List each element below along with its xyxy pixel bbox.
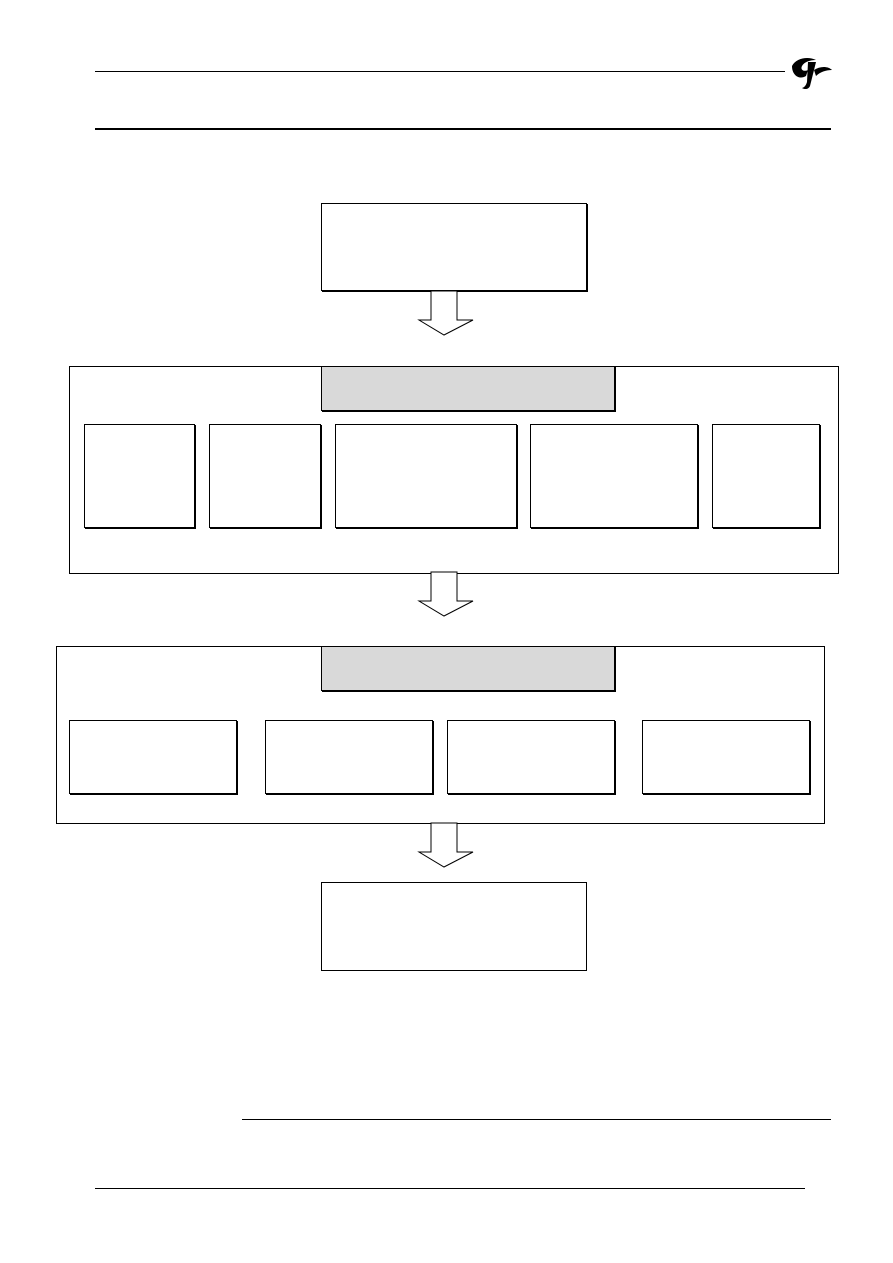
top-box-text xyxy=(322,204,586,290)
stage1-item-text xyxy=(85,425,194,527)
stage1-item-5 xyxy=(712,424,820,528)
bottom-box-text xyxy=(322,883,586,970)
bottom-box xyxy=(321,882,587,971)
footnote-rule xyxy=(242,1119,831,1120)
stage1-item-text xyxy=(713,425,819,527)
footer-rule xyxy=(95,1188,805,1189)
stage1-item-2 xyxy=(209,424,321,528)
stage1-item-text xyxy=(531,425,697,527)
down-arrow-icon xyxy=(417,290,474,336)
top-box xyxy=(321,203,587,291)
stage1-header xyxy=(321,366,615,411)
stage1-item-1 xyxy=(84,424,195,528)
down-arrow-icon xyxy=(417,822,474,868)
stage2-item-text xyxy=(266,721,432,793)
stage2-item-1 xyxy=(69,720,237,794)
stage1-item-4 xyxy=(530,424,698,528)
down-arrow-icon xyxy=(417,571,474,617)
stage2-item-text xyxy=(643,721,809,793)
stage2-item-4 xyxy=(642,720,810,794)
stage2-item-3 xyxy=(447,720,615,794)
header-bottom-rule xyxy=(95,128,831,130)
stage2-header xyxy=(321,646,615,691)
stage2-item-text xyxy=(70,721,236,793)
header-top-rule xyxy=(95,71,785,72)
stage2-item-text xyxy=(448,721,614,793)
stage1-item-text xyxy=(336,425,516,527)
company-logo-icon xyxy=(792,58,832,90)
stage1-item-3 xyxy=(335,424,517,528)
stage1-item-text xyxy=(210,425,320,527)
stage2-item-2 xyxy=(265,720,433,794)
